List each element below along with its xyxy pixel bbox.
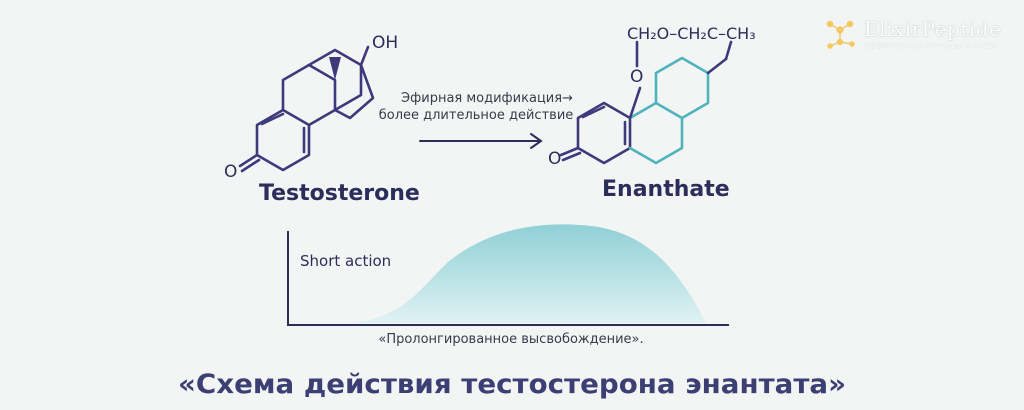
testosterone-label: Testosterone [259, 181, 420, 206]
release-plot-axes [287, 231, 729, 326]
enanthate-side-chain-label: CH₂O–CH₂C–CH₃ [627, 24, 756, 43]
testosterone-ketone-label: O [224, 162, 237, 182]
watermark-tagline: эффективные пептиды и БАДы [864, 40, 997, 50]
enanthate-ring-c [654, 56, 710, 120]
enanthate-label: Enanthate [602, 177, 730, 202]
reaction-arrow [419, 133, 543, 149]
testosterone-ring-b [281, 63, 337, 127]
testosterone-structure [238, 45, 375, 173]
testosterone-ring-a [255, 108, 311, 172]
enanthate-ether-o-label: O [630, 67, 643, 87]
release-plot-ylabel: Short action [300, 252, 391, 270]
testosterone-hydroxyl-label: OH [372, 33, 398, 53]
release-curve-area [350, 224, 706, 323]
footer-title: «Схема действия тестостерона энантата» [178, 369, 846, 400]
enanthate-ring-a [576, 101, 632, 165]
enanthate-structure [559, 40, 733, 165]
arrow-label-line2: более длительное действие [379, 108, 574, 123]
molecule-logo-icon [826, 20, 855, 49]
arrow-label-line1: Эфирная модификация→ [401, 91, 573, 106]
testosterone-ring-d [333, 63, 375, 120]
enanthate-ketone-label: O [548, 149, 561, 169]
watermark-name: ElixirPeptide [864, 16, 1002, 41]
watermark-logo: ElixirPeptide эффективные пептиды и БАДы [822, 10, 1012, 56]
release-plot-caption: «Пролонгированное высвобождение». [378, 332, 643, 347]
enanthate-ring-b [628, 101, 684, 165]
